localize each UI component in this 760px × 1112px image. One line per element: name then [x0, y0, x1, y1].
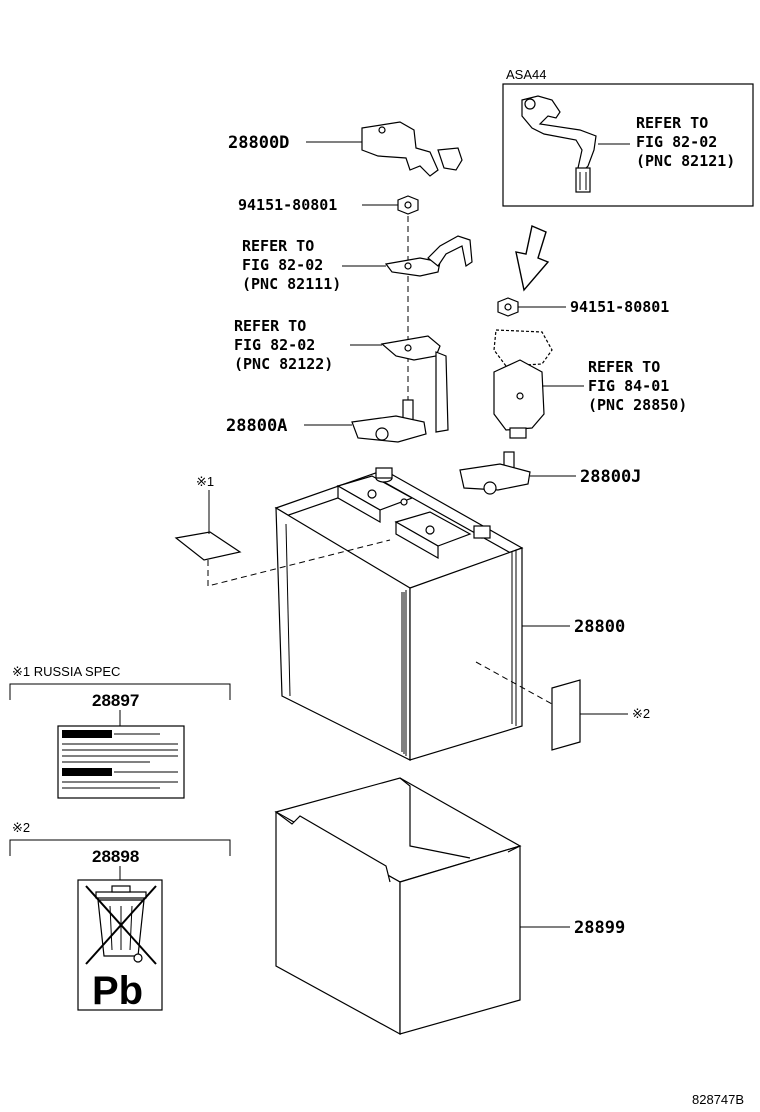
legend1-header: ※1 RUSSIA SPEC [12, 664, 120, 679]
russia-label-bar-1 [62, 730, 112, 738]
terminal-clamp-28800A [351, 399, 427, 443]
battery-tray-28899 [274, 777, 522, 1036]
nut-right [497, 297, 519, 317]
legend2-part-no: 28898 [92, 847, 139, 866]
refer-28850-line3: (PNC 28850) [588, 396, 687, 414]
label-28899: 28899 [574, 918, 625, 938]
label-nut-right: 94151-80801 [570, 298, 669, 316]
inset-title: ASA44 [506, 67, 546, 82]
battery-28800 [274, 467, 524, 761]
terminal-clamp-28800J [459, 451, 531, 495]
label-28800: 28800 [574, 617, 625, 637]
refer-82111-line1: REFER TO [242, 237, 314, 255]
legend1-bracket [9, 683, 231, 700]
inset-cable-illustration [521, 95, 597, 193]
mark1-dashed-path [207, 539, 391, 587]
inset-refer-line2: FIG 82-02 [636, 133, 717, 151]
mark2-label: ※2 [632, 706, 650, 721]
cable-terminal-82111 [384, 235, 473, 277]
refer-82122-line1: REFER TO [234, 317, 306, 335]
label-plate-2 [551, 679, 581, 751]
refer-82122-line3: (PNC 82122) [234, 355, 333, 373]
diagram-id: 828747B [692, 1092, 744, 1107]
label-nut-top: 94151-80801 [238, 196, 337, 214]
label-28800A: 28800A [226, 416, 287, 436]
inset-refer-line1: REFER TO [636, 114, 708, 132]
label-plate-1 [174, 531, 242, 561]
nut-top [397, 195, 419, 215]
label-28800D: 28800D [228, 133, 289, 153]
legend-recycling-label: ※2 28898 Pb [9, 820, 231, 1013]
mark2-dashed-path [475, 661, 553, 705]
legend1-part-no: 28897 [92, 691, 139, 710]
inset-frame [502, 83, 754, 207]
legend-russia-spec: ※1 RUSSIA SPEC 28897 [9, 664, 231, 799]
refer-82111-line3: (PNC 82111) [242, 275, 341, 293]
refer-82122-line2: FIG 82-02 [234, 336, 315, 354]
asa44-inset: ASA44 REFER TO FIG 82-02 (PNC 82121) [502, 67, 754, 207]
crossed-bin-icon [85, 885, 157, 965]
refer-82111-line2: FIG 82-02 [242, 256, 323, 274]
cable-terminal-82122 [380, 335, 449, 433]
legend2-bracket [9, 839, 231, 856]
recycling-symbol-text: Pb [92, 969, 143, 1013]
mark1-label: ※1 [196, 474, 214, 489]
fuse-block-28850 [493, 329, 553, 439]
label-28800J: 28800J [580, 467, 641, 487]
russia-label-bar-2 [62, 768, 112, 776]
terminal-cover-28800D [361, 121, 463, 177]
refer-28850-line1: REFER TO [588, 358, 660, 376]
inset-refer-line3: (PNC 82121) [636, 152, 735, 170]
legend2-header: ※2 [12, 820, 30, 835]
refer-28850-line2: FIG 84-01 [588, 377, 669, 395]
down-arrow-icon [515, 225, 550, 292]
